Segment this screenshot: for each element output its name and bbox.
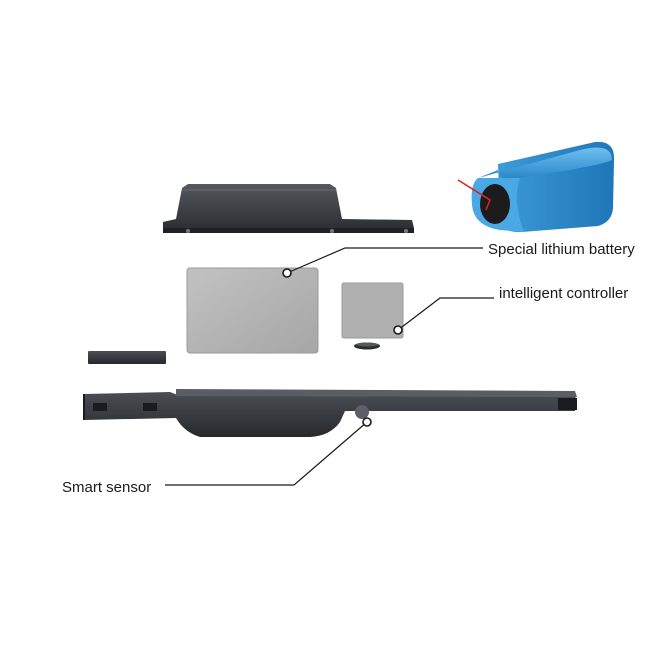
leader-lines: [165, 247, 494, 486]
lamp-body: [83, 389, 577, 437]
battery-wire: [457, 179, 491, 211]
controller-board: [341, 282, 404, 339]
sensor-dome-icon: [355, 405, 369, 419]
small-bar: [88, 351, 166, 364]
battery-callout-label: Special lithium battery: [488, 241, 635, 258]
ring-dot-icon: [362, 417, 372, 427]
controller-callout-label: intelligent controller: [499, 285, 629, 302]
ring-dot-icon: [282, 268, 292, 278]
ring-dot-icon: [393, 325, 403, 335]
top-cover: [163, 184, 414, 233]
lithium-battery: [457, 141, 615, 233]
sensor-callout-label: Smart sensor: [62, 479, 152, 496]
battery-cap-icon: [480, 184, 510, 224]
main-panel: [186, 267, 319, 354]
